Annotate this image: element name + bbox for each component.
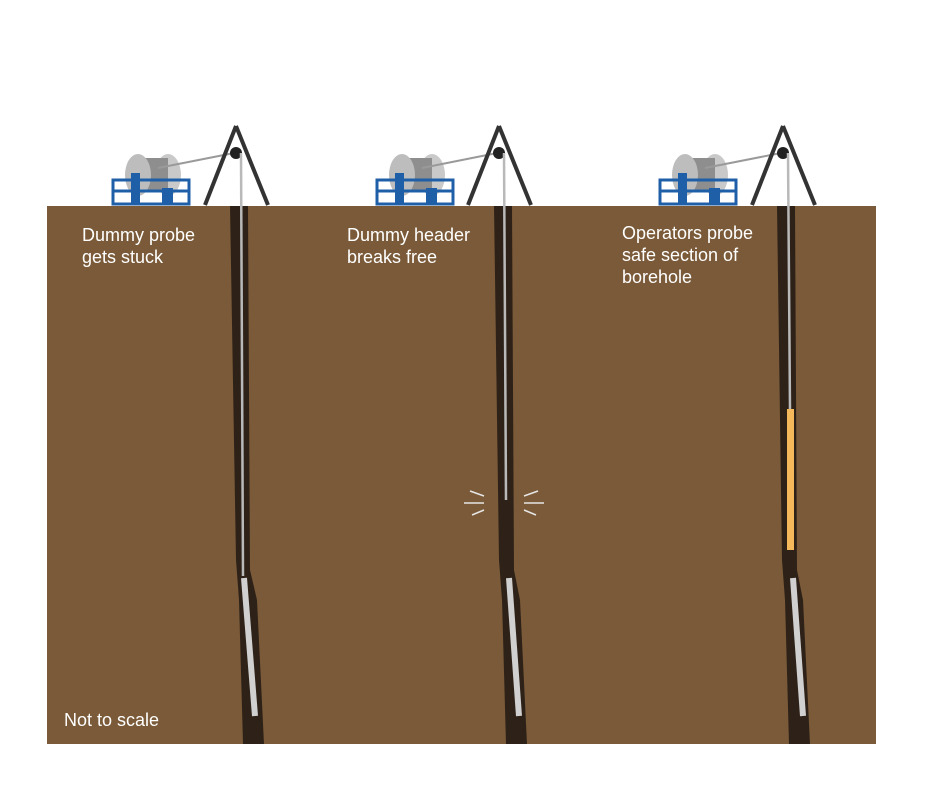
safe-probe <box>787 409 794 550</box>
break-burst <box>464 490 544 516</box>
panel-2 <box>375 125 544 744</box>
cable-1 <box>239 152 245 577</box>
panel-1 <box>111 125 270 744</box>
borehole-1 <box>230 206 264 744</box>
cable-3 <box>786 152 792 411</box>
pulley-3 <box>777 147 789 159</box>
tripod-2 <box>466 125 533 206</box>
winch-1 <box>111 154 191 206</box>
probe-1 <box>241 577 258 717</box>
not-to-scale-note: Not to scale <box>64 710 160 730</box>
tripod-3 <box>750 125 817 206</box>
pulley-2 <box>493 147 505 159</box>
probe-2 <box>506 577 522 717</box>
borehole-2 <box>494 206 527 744</box>
cable-span-2 <box>421 152 498 169</box>
winch-post <box>131 173 140 204</box>
winch-2 <box>375 154 455 206</box>
tripod-1 <box>203 125 270 206</box>
panel-3-label: Operators probe safe section of borehole <box>622 223 754 287</box>
cable-2 <box>502 152 508 501</box>
probe-3 <box>790 577 806 717</box>
ground <box>47 206 876 744</box>
panel-2-label: Dummy header breaks free <box>347 225 471 267</box>
winch-3 <box>658 154 738 206</box>
cable-span-1 <box>157 152 235 169</box>
winch-motor <box>162 188 173 204</box>
pulley-1 <box>230 147 242 159</box>
panel-1-label: Dummy probe gets stuck <box>82 225 196 267</box>
panel-3 <box>658 125 817 744</box>
cable-span-3 <box>704 152 782 169</box>
